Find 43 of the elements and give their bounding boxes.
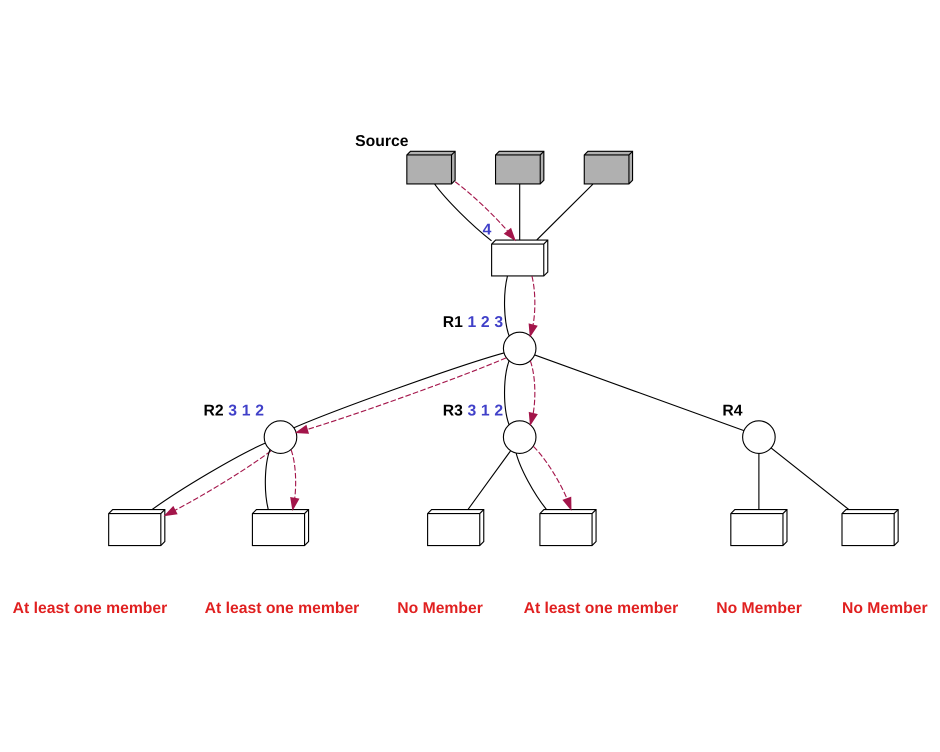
node-label: 3 — [494, 313, 504, 330]
node-label: No Member — [397, 600, 483, 617]
node-label: 1 — [467, 313, 476, 330]
node-label: 2 — [494, 402, 504, 419]
arrow — [528, 360, 538, 426]
arrow — [532, 446, 572, 510]
connector — [264, 449, 270, 510]
arrow — [528, 276, 538, 338]
node-label: R1 — [442, 313, 463, 330]
node-label: 4 — [482, 221, 492, 238]
node-label: At least one member — [12, 600, 168, 617]
node-label: 2 — [480, 313, 490, 330]
node-label: 3 — [467, 402, 476, 419]
node-label: 1 — [242, 402, 250, 419]
connector — [504, 276, 510, 336]
node-label: 2 — [255, 402, 264, 419]
node-label: No Member — [716, 600, 802, 617]
node-label: R2 — [204, 402, 224, 419]
node-label: R4 — [722, 402, 742, 419]
connector — [536, 183, 594, 240]
node-label: At least one member — [204, 600, 360, 617]
connector — [434, 183, 492, 241]
connector — [504, 360, 510, 424]
node-label: Source — [355, 132, 408, 150]
arrow — [290, 449, 300, 511]
connector — [758, 453, 760, 509]
connector — [770, 447, 849, 510]
connector — [468, 450, 511, 510]
arrow — [454, 180, 516, 241]
connector — [534, 354, 744, 431]
node-circle — [502, 420, 537, 454]
connector — [152, 442, 266, 510]
connector — [516, 452, 547, 510]
node-label: 1 — [480, 402, 490, 419]
node-label: 3 — [228, 402, 238, 419]
node-circle — [502, 331, 537, 365]
node-label: R3 — [442, 402, 463, 419]
node-label: No Member — [842, 600, 928, 617]
connector — [519, 184, 520, 240]
node-circle — [264, 420, 298, 454]
node-label: At least one member — [524, 600, 678, 617]
arrow — [164, 450, 272, 516]
node-circle — [742, 420, 776, 454]
